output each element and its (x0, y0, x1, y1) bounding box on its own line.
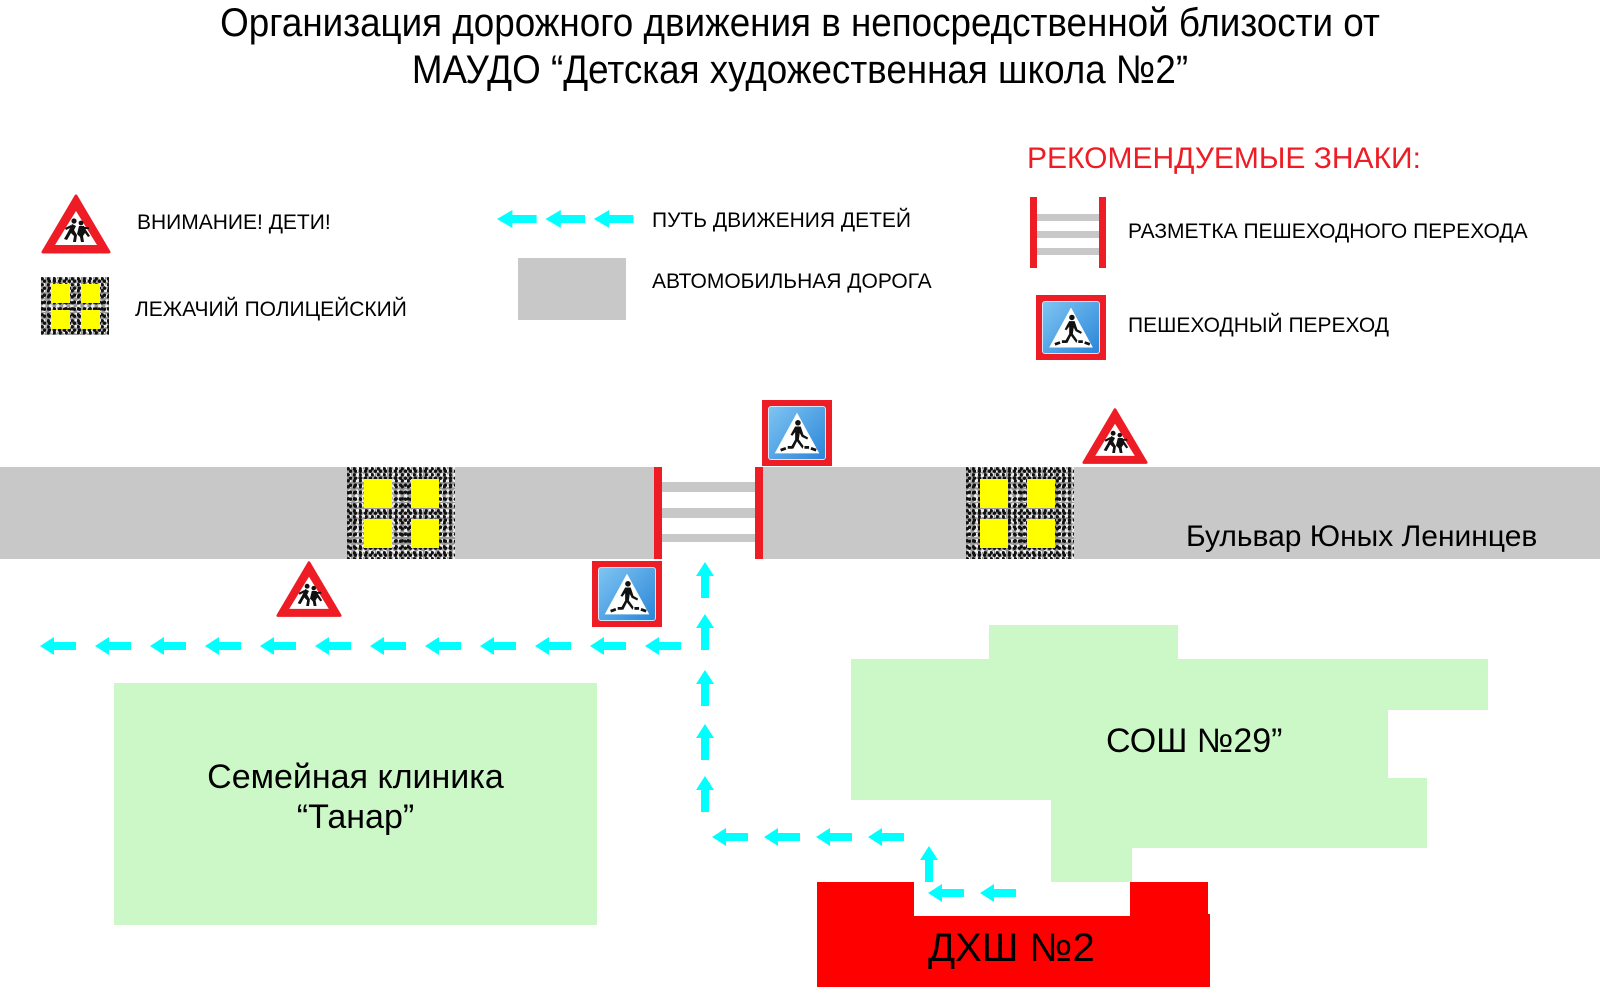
path-arrow-left (370, 637, 406, 655)
path-arrow-up (696, 670, 714, 706)
path-arrow-left (260, 637, 296, 655)
pedestrian-crossing-sign-icon (1036, 295, 1106, 360)
street-name-label: Бульвар Юных Ленинцев (1186, 520, 1538, 553)
path-arrow-up (696, 614, 714, 650)
pedestrian-crossing-sign-south (592, 561, 662, 627)
road-bulvar (0, 467, 1600, 559)
clinic-label-line2: “Танар” (296, 798, 415, 836)
legend-label-speed-bump: ЛЕЖАЧИЙ ПОЛИЦЕЙСКИЙ (135, 298, 407, 321)
path-arrow-left (645, 637, 681, 655)
path-arrow-left (590, 637, 626, 655)
path-arrow-left (980, 884, 1016, 902)
path-arrow-up (920, 846, 938, 882)
building-clinic-tanar: Семейная клиника “Танар” (114, 683, 597, 925)
legend-label-road: АВТОМОБИЛЬНАЯ ДОРОГА (652, 270, 932, 293)
title-line-1: Организация дорожного движения в непосре… (220, 1, 1380, 45)
legend-label-crosswalk-marking: РАЗМЕТКА ПЕШЕХОДНОГО ПЕРЕХОДА (1128, 220, 1528, 243)
path-arrow-left (868, 828, 904, 846)
path-arrow-left (150, 637, 186, 655)
path-arrow-left (425, 637, 461, 655)
legend-label-children-warning: ВНИМАНИЕ! ДЕТИ! (137, 211, 331, 234)
path-arrow-left (315, 637, 351, 655)
path-arrow-left (95, 637, 131, 655)
path-arrow-left (928, 884, 964, 902)
path-arrow-left (480, 637, 516, 655)
path-arrow-left (816, 828, 852, 846)
speed-bump-left (347, 467, 455, 559)
school-29-label: СОШ №29” (1106, 722, 1283, 760)
path-arrow-left (712, 828, 748, 846)
path-arrow-left (764, 828, 800, 846)
pedestrian-crossing-sign-north (762, 400, 832, 466)
path-arrow-left (40, 637, 76, 655)
speed-bump-right (966, 467, 1074, 559)
legend-label-pedestrian-crossing: ПЕШЕХОДНЫЙ ПЕРЕХОД (1128, 314, 1389, 337)
speed-bump-icon (41, 277, 109, 335)
path-arrow-up (696, 776, 714, 812)
path-arrow-up (696, 562, 714, 598)
path-arrow-left (535, 637, 571, 655)
recommended-signs-heading: РЕКОМЕНДУЕМЫЕ ЗНАКИ: (1027, 142, 1421, 175)
legend-label-children-path: ПУТЬ ДВИЖЕНИЯ ДЕТЕЙ (652, 209, 912, 232)
page-title: Организация дорожного движения в непосре… (64, 0, 1536, 94)
art-school-label: ДХШ №2 (928, 926, 1095, 970)
road-swatch (518, 258, 626, 320)
path-arrow-left (205, 637, 241, 655)
crosswalk-marking-icon (1030, 197, 1106, 268)
title-line-2: МАУДО “Детская художественная школа №2” (411, 48, 1189, 92)
crosswalk-marking (654, 467, 763, 559)
path-arrow-up (696, 724, 714, 760)
clinic-label-line1: Семейная клиника (207, 758, 504, 796)
